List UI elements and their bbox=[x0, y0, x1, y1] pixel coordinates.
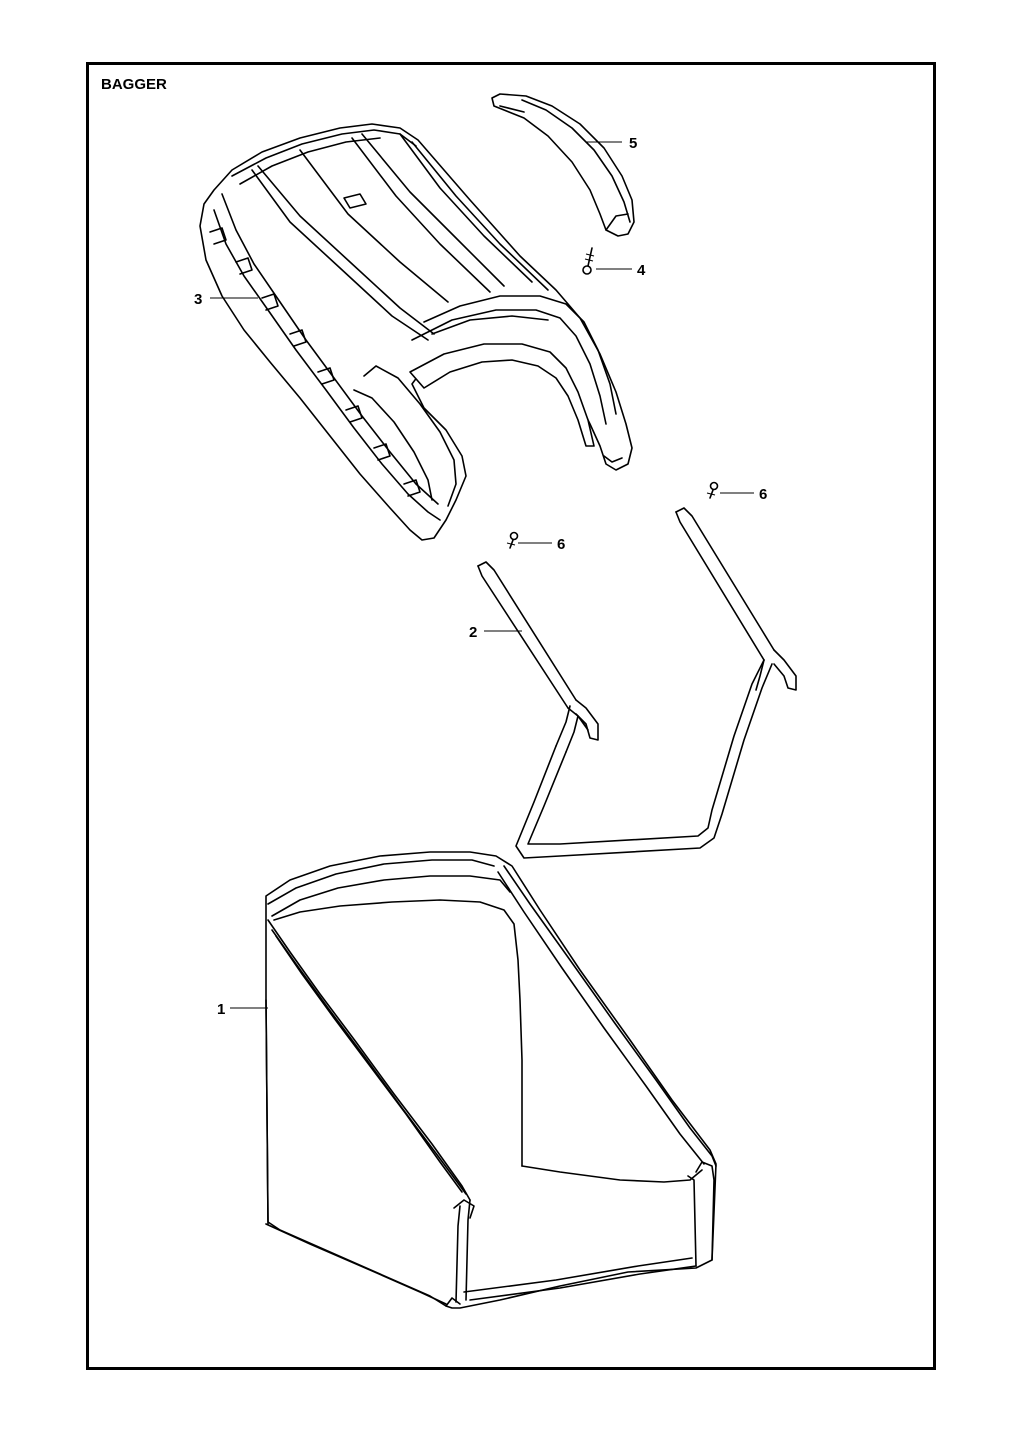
callout-5: 5 bbox=[629, 135, 637, 152]
callout-labels: 5 4 3 6 6 2 1 bbox=[194, 135, 767, 1018]
callout-2: 2 bbox=[469, 624, 477, 641]
callout-1: 1 bbox=[217, 1001, 225, 1018]
part-top-cover bbox=[199, 123, 633, 541]
callout-3: 3 bbox=[194, 291, 202, 308]
part-fabric-bag bbox=[265, 851, 717, 1309]
part-frame bbox=[477, 507, 797, 859]
callout-6b: 6 bbox=[759, 486, 767, 503]
callout-4: 4 bbox=[637, 262, 646, 279]
callout-6a: 6 bbox=[557, 536, 565, 553]
part-screw-6b bbox=[706, 481, 719, 499]
part-handle bbox=[491, 93, 635, 237]
leader-lines bbox=[210, 141, 754, 1009]
part-screw-4 bbox=[582, 247, 595, 275]
diagram-title: BAGGER bbox=[101, 76, 167, 93]
diagram-frame bbox=[86, 62, 936, 1370]
part-screw-6a bbox=[506, 531, 519, 549]
